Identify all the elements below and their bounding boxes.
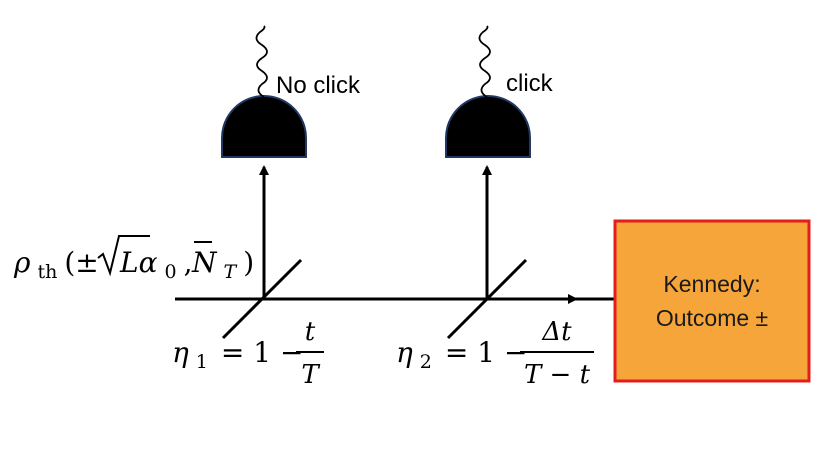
detector-1-label: No click (276, 72, 361, 99)
input-state-label: ρ th (± Lα 0 , N T ) (13, 235, 254, 285)
svg-text:ρ th (±: ρ th (± (13, 246, 99, 285)
svg-text:T: T (301, 360, 320, 390)
photon-squiggle-1-icon (255, 25, 268, 98)
photon-squiggle-2-icon (478, 25, 491, 98)
sqrt-sign (97, 235, 150, 277)
detector-2-label: click (506, 70, 554, 97)
svg-text:η 1 = 1 −: η 1 = 1 − (172, 336, 303, 375)
detector-2-icon (445, 95, 531, 158)
svg-text:T − t: T − t (524, 360, 591, 390)
kennedy-box (613, 219, 811, 383)
eta-1-formula: η 1 = 1 − t T (172, 317, 324, 390)
beamsplitter-1 (221, 258, 303, 340)
svg-text:Δt: Δt (541, 317, 572, 347)
svg-text:t: t (305, 317, 316, 347)
svg-text:η 2 = 1 −: η 2 = 1 − (396, 336, 527, 375)
eta-2-formula: η 2 = 1 − Δt T − t (396, 317, 594, 390)
svg-text:N T ): N T ) (191, 246, 254, 285)
svg-text:Lα 0 ,: Lα 0 , (119, 246, 193, 285)
detector-1-icon (221, 95, 307, 158)
